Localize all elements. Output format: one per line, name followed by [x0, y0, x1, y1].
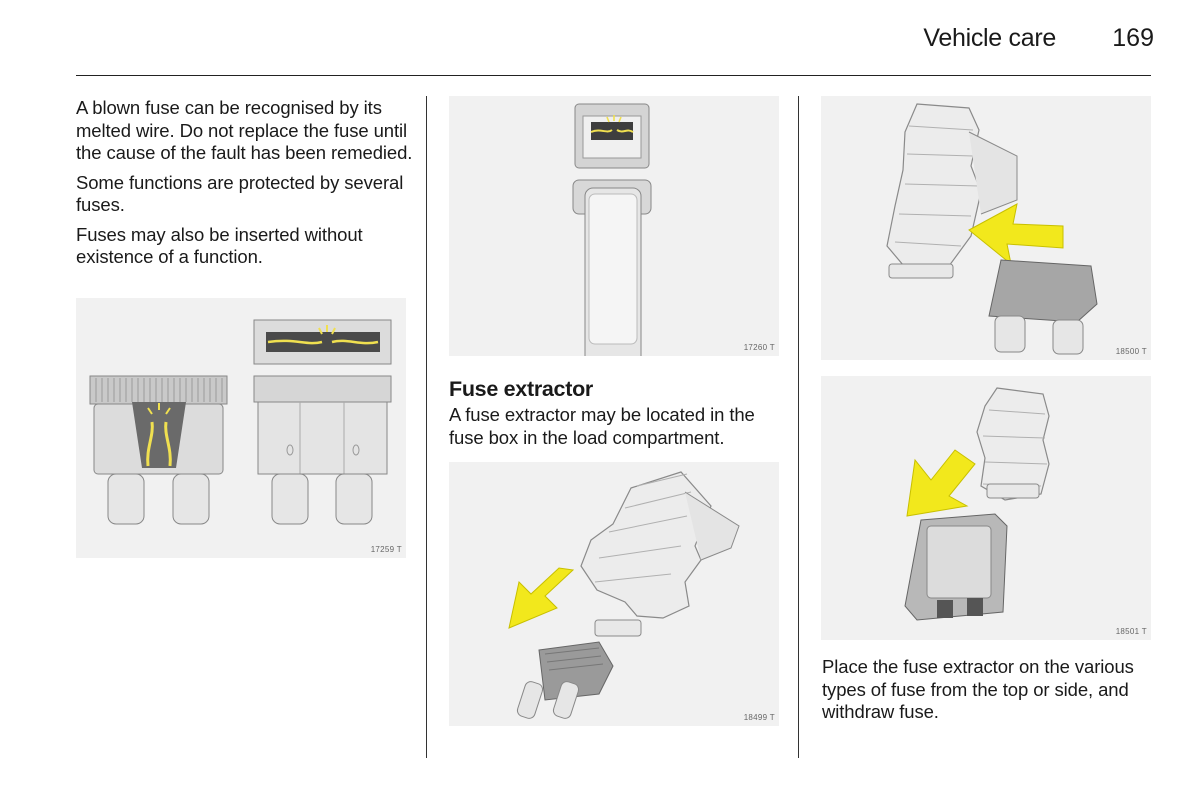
column-divider-2 [798, 96, 799, 758]
figure-id: 17260 T [743, 343, 775, 352]
extractor-side-illustration [886, 103, 1098, 355]
heading-fuse-extractor: Fuse extractor [449, 377, 593, 401]
figure-blown-fuse: 17259 T [76, 298, 406, 558]
extractor-on-fuse-illustration [508, 471, 740, 719]
figure-fuse-close-up: 17260 T [449, 96, 779, 356]
figure-id: 18500 T [1115, 347, 1147, 356]
paragraph-extractor-location: A fuse extractor may be located in the f… [449, 404, 755, 448]
fuse-close-up-illustration [572, 103, 652, 356]
paragraph-blown-fuse: A blown fuse can be recognised by its me… [76, 97, 413, 163]
blown-fuse-illustration [89, 319, 392, 525]
extractor-top-illustration [904, 387, 1050, 621]
column3-text: Place the fuse extractor on the various … [822, 656, 1152, 731]
figure-id: 17259 T [370, 545, 402, 554]
header-divider [76, 75, 1151, 76]
paragraph-several-fuses: Some functions are protected by several … [76, 171, 404, 216]
running-header-section: Vehicle care [923, 24, 1056, 52]
figure-id: 18499 T [743, 713, 775, 722]
paragraph-without-function: Fuses may also be inserted without exist… [76, 223, 363, 268]
figure-extractor-side: 18500 T [821, 96, 1151, 360]
figure-extractor-top: 18501 T [821, 376, 1151, 640]
column1-text: A blown fuse can be recognised by its me… [76, 97, 416, 276]
column-divider-1 [426, 96, 427, 758]
figure-id: 18501 T [1115, 627, 1147, 636]
figure-extractor-on-fuse: 18499 T [449, 462, 779, 726]
paragraph-place-extractor: Place the fuse extractor on the various … [822, 656, 1134, 722]
page-number: 169 [1112, 24, 1154, 52]
column2-text: A fuse extractor may be located in the f… [449, 404, 789, 456]
